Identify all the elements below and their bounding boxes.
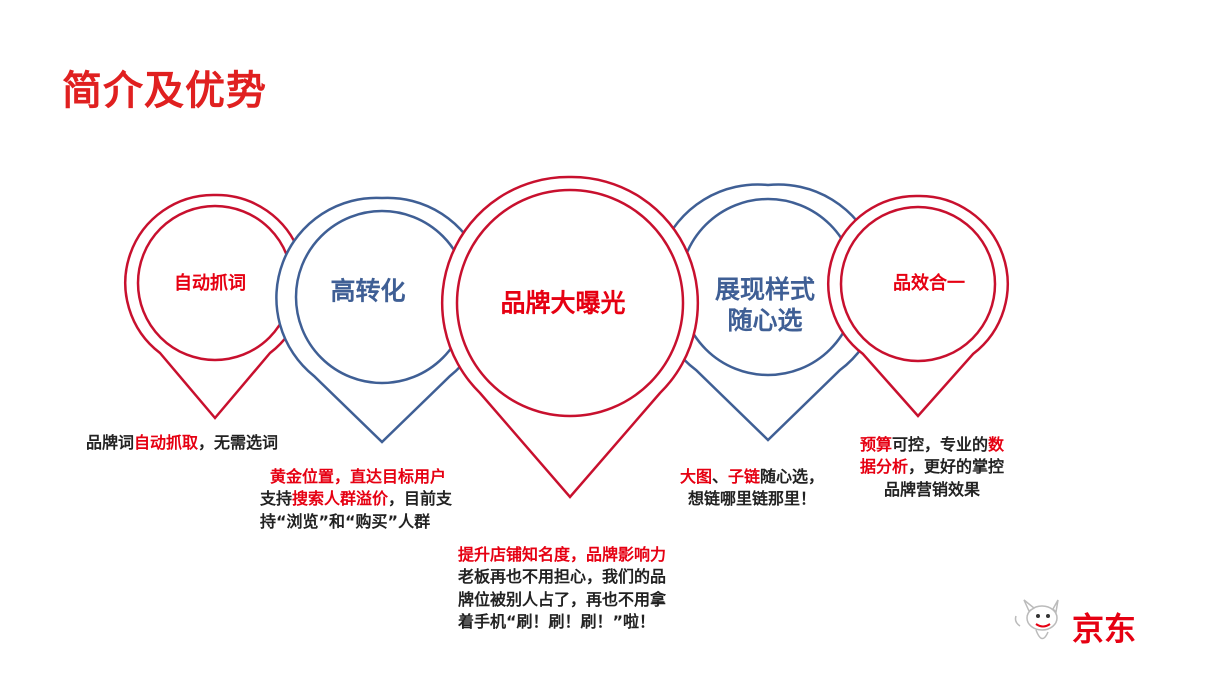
desc5-analysis: 据分析 [860, 457, 909, 477]
desc5-line3: 品牌营销效果 [884, 479, 981, 499]
desc2-highlight: 搜索人群溢价 [292, 489, 389, 509]
desc2-line2-c: ，目前支 [388, 489, 453, 509]
desc1-highlight: 自动抓取 [134, 433, 199, 452]
desc-brand-effect: 预算可控，专业的数 据分析，更好的掌控 品牌营销效果 [860, 434, 1004, 501]
desc1-text-c: ，无需选词 [198, 433, 279, 452]
desc4-sep: 、 [712, 467, 729, 486]
desc4-line2: 想链哪里链那里！ [688, 489, 817, 509]
jd-dog-mascot-icon [1014, 599, 1059, 640]
desc-display-style: 大图、子链随心选， 想链哪里链那里！ [680, 466, 824, 511]
desc2-line2-a: 支持 [260, 489, 293, 509]
pin-label-display-style-line2: 随心选 [727, 306, 803, 335]
desc3-line1: 提升店铺知名度，品牌影响力 [458, 545, 667, 564]
pin-label-brand-exposure: 品牌大曝光 [500, 288, 626, 318]
pin-auto-keyword [124, 193, 306, 420]
desc5-line2-rest: ，更好的掌控 [908, 457, 1005, 477]
pin-high-conversion [275, 196, 489, 444]
pin-label-display-style: 展现样式 随心选 [715, 274, 815, 337]
desc-brand-exposure: 提升店铺知名度，品牌影响力 老板再也不用担心，我们的品 牌位被别人占了，再也不用… [458, 544, 666, 634]
desc1-text-a: 品牌词 [86, 433, 135, 452]
pin-brand-effect [827, 194, 1009, 418]
pin-label-auto-keyword: 自动抓词 [174, 272, 246, 294]
desc4-line1-rest: 随心选， [760, 467, 825, 486]
desc4-big-image: 大图 [680, 467, 713, 486]
desc2-line3: 持“浏览”和“购买”人群 [260, 511, 431, 531]
desc-high-conversion: 黄金位置，直达目标用户 支持搜索人群溢价，目前支 持“浏览”和“购买”人群 [260, 466, 452, 533]
desc2-line2: 支持搜索人群溢价，目前支 [260, 488, 452, 510]
desc3-line2: 老板再也不用担心，我们的品 [458, 567, 667, 587]
desc4-sub-link: 子链 [728, 467, 761, 486]
desc4-line1: 大图、子链随心选， [680, 466, 824, 488]
pin-label-brand-effect: 品效合一 [893, 272, 965, 294]
desc5-line2: 据分析，更好的掌控 [860, 456, 1004, 478]
desc5-budget: 预算 [860, 435, 893, 454]
desc-auto-keyword: 品牌词自动抓取，无需选词 [86, 432, 278, 454]
desc5-line1-mid: 可控，专业的 [892, 435, 989, 454]
pin-label-display-style-line1: 展现样式 [714, 274, 816, 304]
desc2-line1: 黄金位置，直达目标用户 [270, 467, 447, 486]
desc3-line4: 着手机“刷！刷！刷！”啦！ [458, 612, 656, 632]
pin-display-style [653, 183, 883, 442]
desc5-line1-end: 数 [988, 435, 1005, 454]
pin-brand-exposure [440, 175, 700, 499]
desc5-line1: 预算可控，专业的数 [860, 434, 1004, 456]
pin-label-high-conversion: 高转化 [330, 276, 406, 306]
desc3-line3: 牌位被别人占了，再也不用拿 [458, 589, 667, 609]
page-title: 简介及优势 [62, 68, 267, 114]
jd-logo-text: 京东 [1072, 610, 1137, 648]
